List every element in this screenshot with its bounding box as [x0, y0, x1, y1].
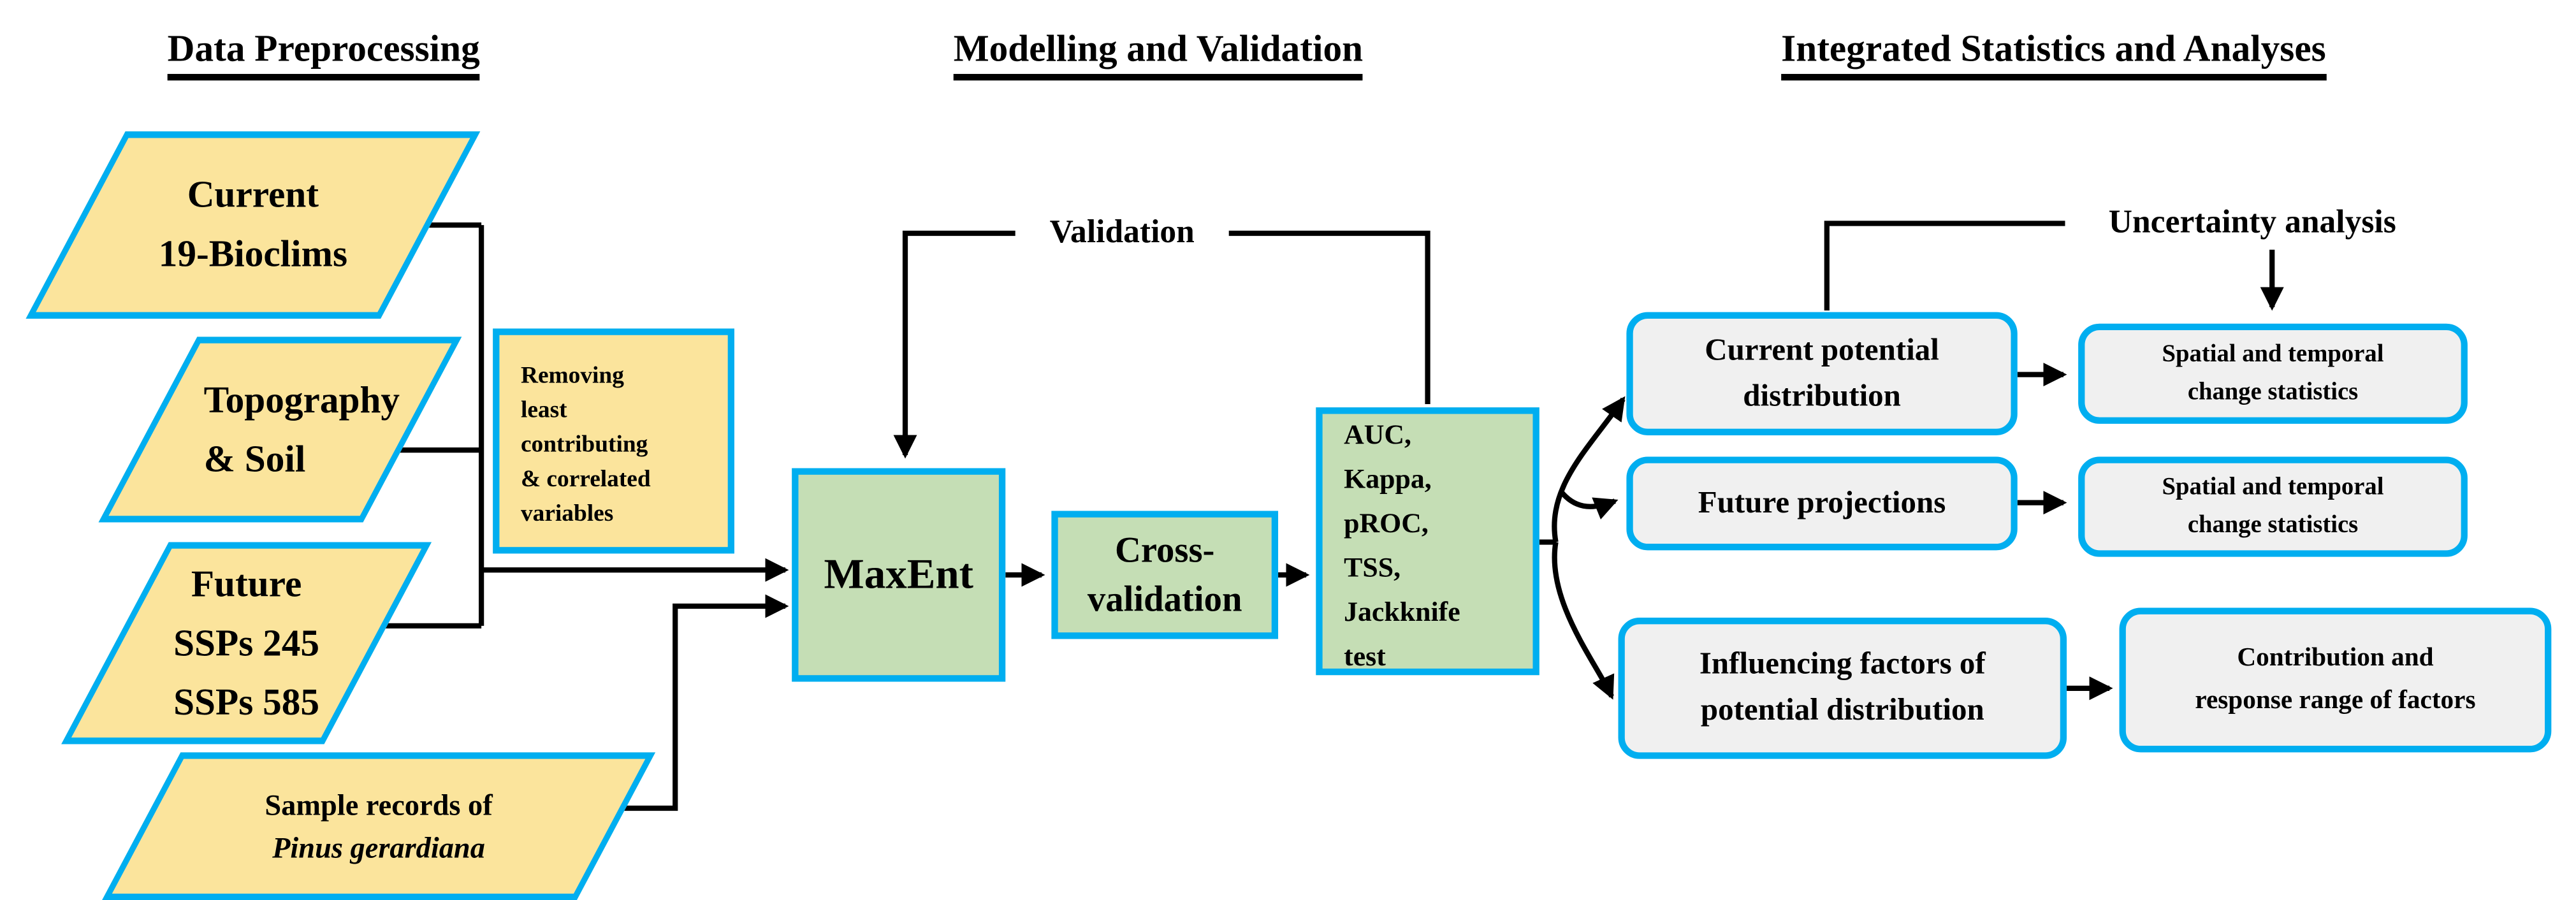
arrow-fork-down-influencing	[1552, 541, 1615, 700]
uncertainty-analysis-label: Uncertainty analysis	[2108, 204, 2396, 241]
metrics-line: TSS,	[1344, 551, 1401, 583]
metrics-line: pROC,	[1344, 507, 1429, 539]
input-sample-records: Sample records of Pinus gerardiana	[101, 752, 656, 900]
cross-validation-line: validation	[1087, 578, 1242, 620]
input-label-line: Future	[191, 562, 302, 604]
removing-label-line: Removing	[520, 363, 624, 389]
result-future-projections: Future projections	[1626, 456, 2018, 551]
result-label-line: distribution	[1743, 379, 1901, 414]
removing-label-line: least	[520, 397, 567, 424]
metrics-line: AUC,	[1344, 417, 1412, 449]
metrics-line: Kappa,	[1344, 462, 1432, 494]
result-label-line: Future projections	[1698, 485, 1946, 520]
header-modelling-validation: Modelling and Validation	[953, 28, 1364, 81]
result-label-line: Spatial and temporal	[2162, 340, 2384, 367]
step-maxent: MaxEnt	[792, 468, 1006, 682]
result-label-line: Contribution and	[2237, 644, 2434, 672]
result-spatial-temporal-1: Spatial and temporal change statistics	[2078, 323, 2468, 424]
input-label-line: SSPs 585	[173, 681, 320, 722]
arrow-fork-mid-future	[1559, 489, 1619, 519]
input-label-line: Topography	[203, 379, 400, 420]
header-data-preprocessing: Data Preprocessing	[167, 28, 480, 81]
input-label-line: SSPs 245	[173, 621, 320, 663]
header-integrated-statistics: Integrated Statistics and Analyses	[1781, 28, 2326, 81]
input-label-line: 19-Bioclims	[158, 233, 348, 275]
step-cross-validation: Cross- validation	[1051, 511, 1279, 639]
metrics-line: Jackknife	[1344, 595, 1460, 627]
removing-label-line: contributing	[520, 432, 648, 459]
maxent-label: MaxEnt	[824, 550, 973, 599]
result-spatial-temporal-2: Spatial and temporal change statistics	[2078, 456, 2468, 557]
input-label-line: Current	[187, 174, 319, 215]
step-evaluation-metrics: AUC, Kappa, pROC, TSS, Jackknife test	[1316, 407, 1539, 676]
result-current-potential: Current potential distribution	[1626, 312, 2018, 435]
arrow-fork-up-current	[1552, 396, 1626, 543]
result-label-line: Influencing factors of	[1699, 647, 1986, 682]
connector-validation-to-metrics	[1228, 230, 1430, 404]
validation-loop-label: Validation	[1049, 214, 1195, 251]
cross-validation-line: Cross-	[1114, 528, 1215, 570]
input-current-bioclims: Current 19-Bioclims	[25, 131, 481, 319]
connector-uncertainty-elbow	[1824, 221, 2065, 311]
result-influencing-factors: Influencing factors of potential distrib…	[1618, 618, 2067, 759]
step-removing-variables: Removing least contributing & correlated…	[493, 328, 734, 554]
removing-label-line: & correlated	[520, 466, 651, 493]
arrow-validation-to-maxent	[893, 230, 1015, 459]
removing-label-line: variables	[520, 501, 614, 528]
metrics-line: test	[1344, 639, 1386, 671]
result-label-line: potential distribution	[1700, 693, 1984, 728]
result-contribution-response: Contribution and response range of facto…	[2119, 607, 2552, 753]
result-label-line: response range of factors	[2195, 686, 2476, 715]
input-label-line: & Soil	[203, 437, 306, 479]
input-label-species: Pinus gerardiana	[272, 831, 485, 864]
result-label-line: Current potential	[1705, 332, 1939, 367]
input-label-line: Sample records of	[265, 788, 493, 822]
result-label-line: Spatial and temporal	[2162, 474, 2384, 500]
result-label-line: change statistics	[2187, 511, 2359, 539]
result-label-line: change statistics	[2187, 379, 2359, 405]
